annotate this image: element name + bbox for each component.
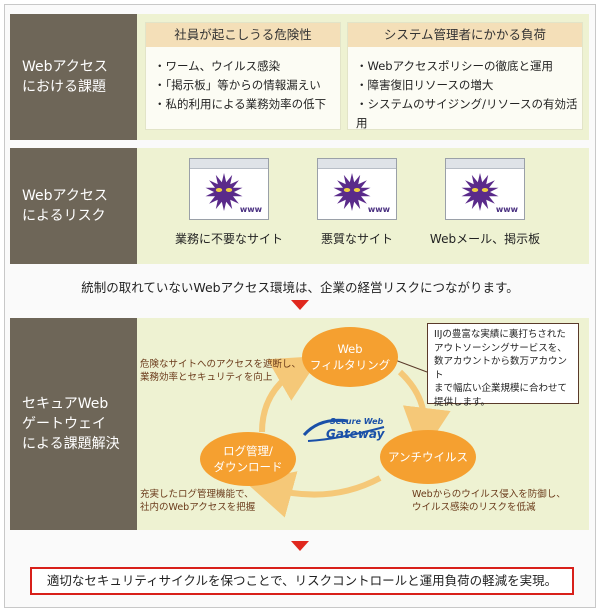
antivirus-bubble: アンチウイルス [380,430,476,484]
iij-callout: IIJの豊富な実績に裏打ちされた アウトソーシングサービスを、 数アカウントから… [427,323,579,408]
conclusion-box: 適切なセキュリティサイクルを保つことで、リスクコントロールと運用負荷の軽減を実現… [30,567,574,595]
list-item: ワーム、ウイルス感染 [154,57,340,76]
site-caption: 悪質なサイト [320,232,393,246]
browser-window-icon: www [445,158,525,220]
virus-icon [461,173,499,211]
solution-label: セキュアWeb ゲートウェイ による課題解決 [10,318,137,530]
site-webmail: www Webメール、掲示板 [430,158,540,247]
site-caption: Webメール、掲示板 [429,232,541,246]
virus-icon [333,173,371,211]
virus-eye [481,188,489,192]
secure-web-gateway-logo: Secure Web Gateway [300,415,390,447]
employee-risk-heading: 社員が起こしうる危険性 [146,23,340,47]
site-unneeded: www 業務に不要なサイト [175,158,283,247]
cycle-arrow [397,369,451,456]
cycle-arrow [244,471,382,518]
virus-body [461,173,499,211]
risks-label: Webアクセス によるリスク [10,148,137,264]
list-item: システムのサイジング/リソースの有効活用 [356,95,582,133]
cycle-arrow [259,355,321,433]
antivirus-note: Webからのウイルス侵入を防御し、 ウイルス感染のリスクを低減 [412,489,566,513]
risks-section: Webアクセス によるリスク www 業務に不要なサイト www 悪質なサイト … [10,148,589,264]
down-arrow-icon [291,541,309,551]
issues-content: 社員が起こしうる危険性 ワーム、ウイルス感染 「掲示板」等からの情報漏えい 私的… [137,14,589,140]
site-malicious: www 悪質なサイト [317,158,397,247]
log-note: 充実したログ管理機能で、 社内のWebアクセスを把握 [140,489,256,513]
admin-burden-heading: システム管理者にかかる負荷 [348,23,582,47]
list-item: Webアクセスポリシーの徹底と運用 [356,57,582,76]
site-caption: 業務に不要なサイト [174,232,283,246]
employee-risk-list: ワーム、ウイルス感染 「掲示板」等からの情報漏えい 私的利用による業務効率の低下 [146,57,340,114]
virus-eye [353,188,361,192]
filtering-note: 危険なサイトへのアクセスを遮断し、 業務効率とセキュリティを向上 [140,359,302,383]
log-bubble: ログ管理/ ダウンロード [200,432,296,486]
issues-label: Webアクセス における課題 [10,14,137,140]
virus-eye [225,188,233,192]
virus-body [333,173,371,211]
callout-pointer [394,359,428,373]
list-item: 「掲示板」等からの情報漏えい [154,76,340,95]
www-text: www [495,205,518,214]
virus-body [205,173,243,211]
logo-text-line1: Secure Web [330,417,384,426]
risks-content: www 業務に不要なサイト www 悪質なサイト www Webメール、掲示板 [137,148,589,264]
employee-risk-box: 社員が起こしうる危険性 ワーム、ウイルス感染 「掲示板」等からの情報漏えい 私的… [145,22,341,130]
admin-burden-list: Webアクセスポリシーの徹底と運用 障害復旧リソースの増大 システムのサイジング… [348,57,582,133]
virus-eye [343,188,351,192]
logo-text-line2: Gateway [326,427,385,441]
filtering-bubble: Web フィルタリング [302,327,398,387]
virus-icon [205,173,243,211]
www-text: www [367,205,390,214]
browser-window-icon: www [189,158,269,220]
logo-swoosh-icon [302,418,385,442]
risk-statement: 統制の取れていないWebアクセス環境は、企業の経営リスクにつながります。 [81,280,519,295]
virus-eye [471,188,479,192]
issues-section: Webアクセス における課題 社員が起こしうる危険性 ワーム、ウイルス感染 「掲… [10,14,589,140]
down-arrow-icon [291,300,309,310]
browser-window-icon: www [317,158,397,220]
virus-eye [215,188,223,192]
list-item: 障害復旧リソースの増大 [356,76,582,95]
admin-burden-box: システム管理者にかかる負荷 Webアクセスポリシーの徹底と運用 障害復旧リソース… [347,22,583,130]
www-text: www [239,205,262,214]
list-item: 私的利用による業務効率の低下 [154,95,340,114]
